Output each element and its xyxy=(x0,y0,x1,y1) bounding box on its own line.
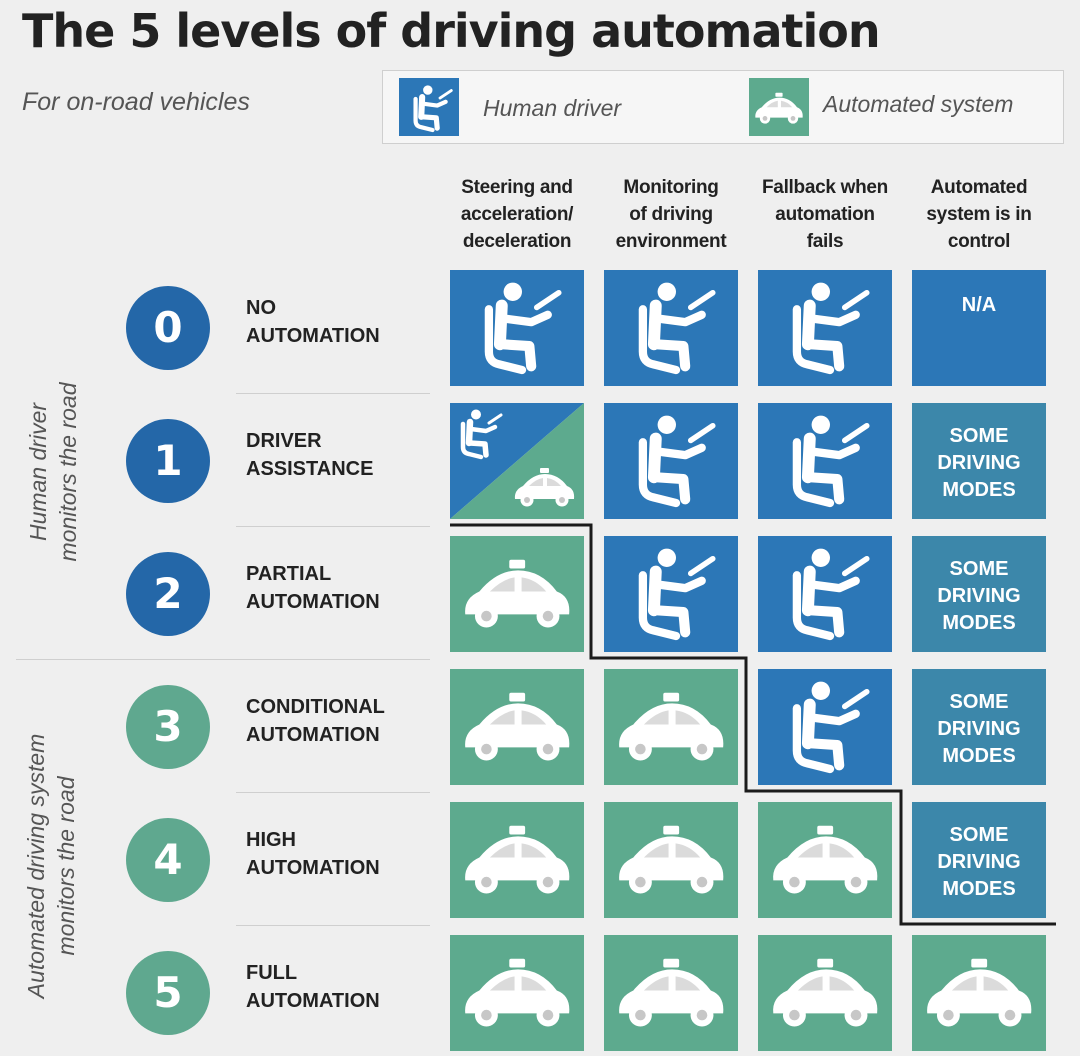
self-driving-car-icon xyxy=(450,669,584,785)
level-1-name: DRIVER ASSISTANCE xyxy=(246,430,374,480)
control-mode-text: SOME DRIVING MODES xyxy=(937,824,1021,900)
self-driving-car-icon xyxy=(758,802,892,918)
control-mode-text: SOME DRIVING MODES xyxy=(937,691,1021,767)
seated-driver-icon xyxy=(758,669,892,785)
control-mode-cell: SOME DRIVING MODES xyxy=(912,403,1046,519)
seated-driver-icon xyxy=(604,536,738,652)
self-driving-car-icon xyxy=(450,536,584,652)
self-driving-car-icon xyxy=(450,802,584,918)
level-5-badge: 5 xyxy=(126,951,210,1035)
control-mode-cell: N/A xyxy=(912,270,1046,386)
self-driving-car-icon xyxy=(758,935,892,1051)
level-0-badge: 0 xyxy=(126,286,210,370)
self-driving-car-icon xyxy=(604,669,738,785)
self-driving-car-icon xyxy=(604,935,738,1051)
level-3-name: CONDITIONAL AUTOMATION xyxy=(246,696,385,746)
level-2-badge: 2 xyxy=(126,552,210,636)
row-separator xyxy=(236,925,430,926)
level-3-badge: 3 xyxy=(126,685,210,769)
column-header-1: Steering and acceleration/ deceleration xyxy=(460,177,574,252)
column-header-4: Automated system is in control xyxy=(926,177,1032,252)
self-driving-car-icon xyxy=(604,802,738,918)
legend: Human driver Automated system xyxy=(382,70,1064,144)
row-separator xyxy=(236,393,430,394)
seated-driver-icon xyxy=(758,403,892,519)
seated-driver-icon xyxy=(450,270,584,386)
legend-human-label: Human driver xyxy=(483,95,622,121)
seated-driver-icon xyxy=(758,536,892,652)
seated-driver-icon xyxy=(604,403,738,519)
row-separator xyxy=(236,526,430,527)
legend-auto-label: Automated system xyxy=(823,91,1014,117)
self-driving-car-icon xyxy=(912,935,1046,1051)
level-1-badge: 1 xyxy=(126,419,210,503)
self-driving-car-icon xyxy=(749,78,809,136)
page-subtitle: For on-road vehicles xyxy=(22,88,250,116)
column-header-3: Fallback when automation fails xyxy=(762,177,888,252)
level-4-badge: 4 xyxy=(126,818,210,902)
level-4-name: HIGH AUTOMATION xyxy=(246,829,380,879)
page-title: The 5 levels of driving automation xyxy=(22,4,881,58)
self-driving-car-icon xyxy=(450,935,584,1051)
control-mode-cell: SOME DRIVING MODES xyxy=(912,802,1046,918)
driver-and-car-split-icon xyxy=(450,403,584,519)
column-header-2: Monitoring of driving environment xyxy=(615,177,727,252)
seated-driver-icon xyxy=(758,270,892,386)
row-separator xyxy=(16,659,430,660)
control-mode-text: SOME DRIVING MODES xyxy=(937,558,1021,634)
level-0-name: NO AUTOMATION xyxy=(246,297,380,347)
control-mode-text: N/A xyxy=(961,294,997,316)
row-separator xyxy=(236,792,430,793)
seated-driver-icon xyxy=(604,270,738,386)
level-2-name: PARTIAL AUTOMATION xyxy=(246,563,380,613)
control-mode-cell: SOME DRIVING MODES xyxy=(912,536,1046,652)
control-mode-cell: SOME DRIVING MODES xyxy=(912,669,1046,785)
control-mode-text: SOME DRIVING MODES xyxy=(937,425,1021,501)
seated-driver-icon xyxy=(399,78,459,136)
level-5-name: FULL AUTOMATION xyxy=(246,962,380,1012)
